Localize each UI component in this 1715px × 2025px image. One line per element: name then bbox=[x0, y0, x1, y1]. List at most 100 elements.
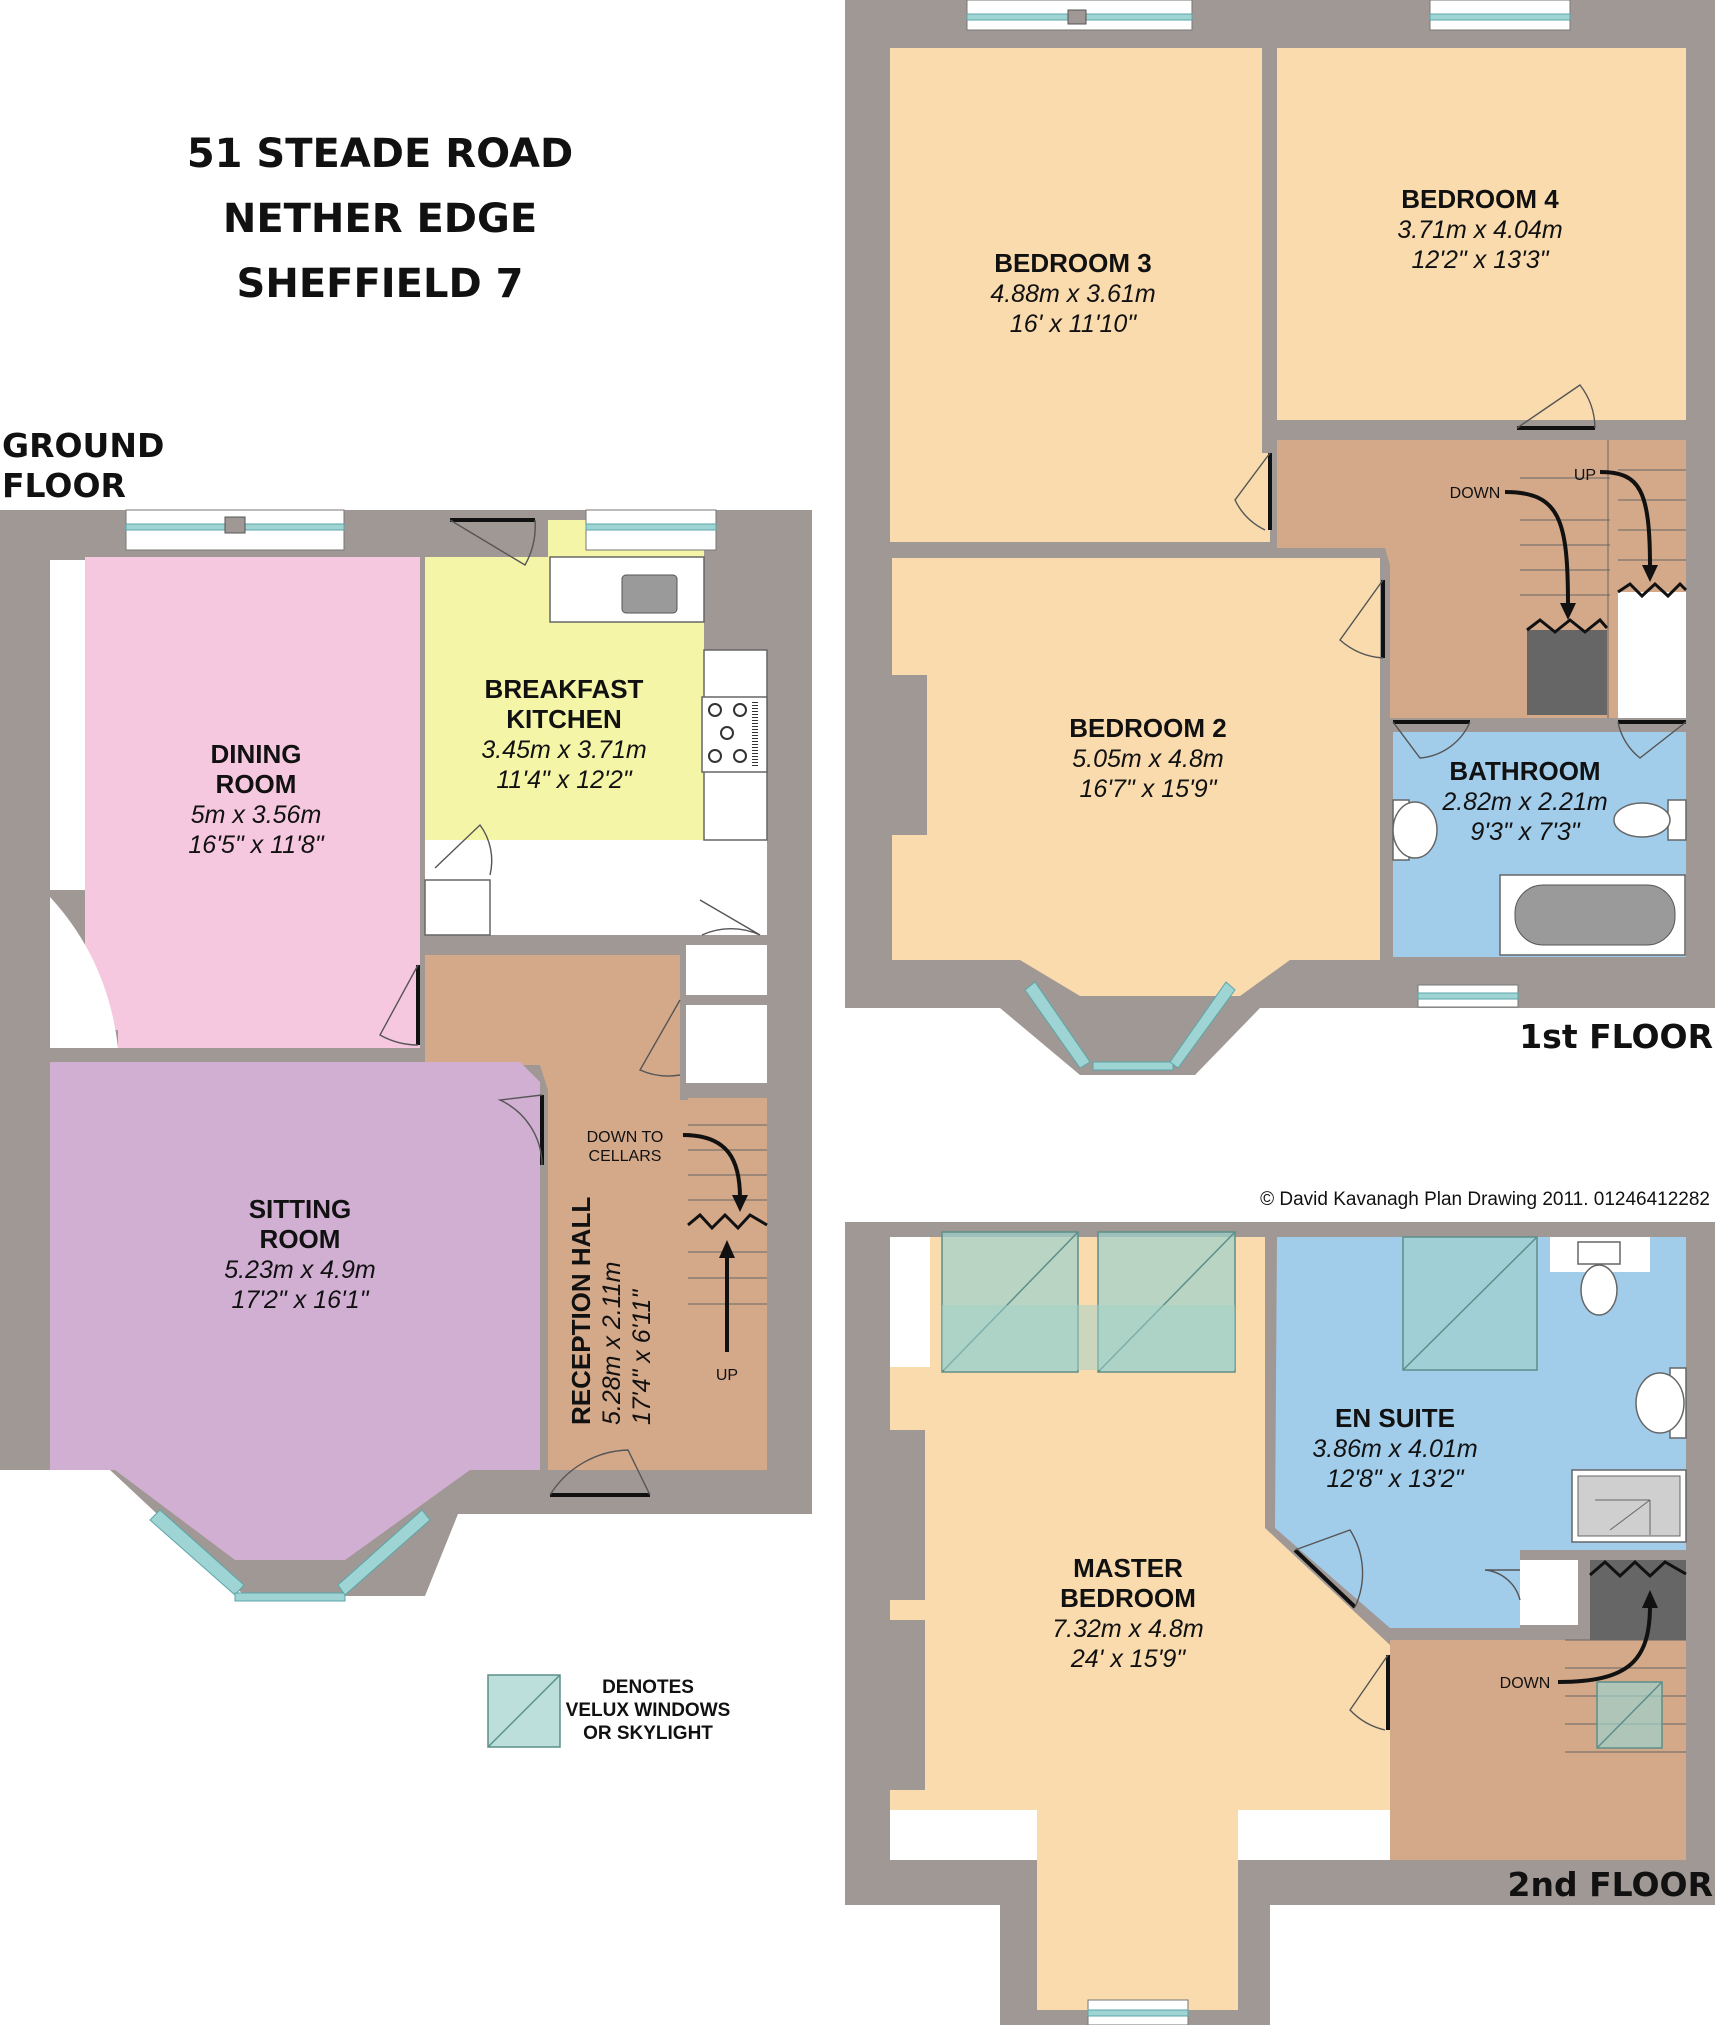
bedroom-3-name: BEDROOM 3 bbox=[994, 248, 1151, 278]
kitchen-name-2: KITCHEN bbox=[506, 704, 622, 734]
master-left-wall-strip bbox=[890, 1237, 930, 1367]
master-left-recess-2 bbox=[890, 1620, 925, 1790]
kitchen-label: BREAKFAST KITCHEN 3.45m x 3.71m 11'4" x … bbox=[481, 674, 646, 794]
toilet-icon bbox=[1613, 799, 1687, 841]
hall-imperial: 17'4" x 6'11" bbox=[628, 1289, 656, 1425]
master-name-1: MASTER bbox=[1073, 1553, 1183, 1583]
bedroom-2-bay-right bbox=[1169, 981, 1236, 1069]
dining-imperial: 16'5" x 11'8" bbox=[188, 831, 324, 859]
master-bedroom-label: MASTER BEDROOM 7.32m x 4.8m 24' x 15'9" bbox=[1052, 1553, 1203, 1673]
legend-line-1: DENOTES bbox=[602, 1677, 694, 1698]
first-window-vent-icon bbox=[1067, 9, 1087, 25]
bedroom-2-name: BEDROOM 2 bbox=[1069, 713, 1226, 743]
bathroom-name: BATHROOM bbox=[1449, 756, 1600, 786]
second-floor: DOWN bbox=[845, 1222, 1715, 2025]
address-title: 51 STEADE ROAD NETHER EDGE SHEFFIELD 7 bbox=[187, 131, 573, 307]
landing-cupboard bbox=[1520, 1560, 1578, 1625]
master-bottom-left-block bbox=[890, 1810, 1037, 1860]
first-stair-label-down: DOWN bbox=[1450, 485, 1501, 502]
bedroom-2-bay-left bbox=[1024, 981, 1091, 1069]
bedroom-2-label: BEDROOM 2 5.05m x 4.8m 16'7" x 15'9" bbox=[1069, 713, 1226, 803]
legend-line-3: OR SKYLIGHT bbox=[583, 1723, 713, 1744]
kitchen-unit-bottom bbox=[424, 879, 491, 936]
bedroom-2-area bbox=[892, 558, 1380, 996]
bedroom-3-imperial: 16' x 11'10" bbox=[1010, 310, 1138, 338]
bathroom-label: BATHROOM 2.82m x 2.21m 9'3" x 7'3" bbox=[1441, 756, 1607, 846]
bedroom-2-bay-centre bbox=[1092, 1061, 1174, 1071]
hall-name: RECEPTION HALL bbox=[566, 1197, 596, 1425]
down-to-cellars-arrow bbox=[682, 1133, 742, 1199]
ground-floor: DOWN TO CELLARS UP DINING ROOM 5m x 3.56… bbox=[0, 509, 812, 1602]
first-stair-down bbox=[1504, 477, 1610, 715]
bedroom-4-area bbox=[1277, 48, 1686, 420]
en-suite-basin-icon bbox=[1635, 1367, 1687, 1439]
second-stair bbox=[1557, 1559, 1687, 1753]
en-suite-imperial: 12'8" x 13'2" bbox=[1326, 1465, 1464, 1493]
bedroom-3-label: BEDROOM 3 4.88m x 3.61m 16' x 11'10" bbox=[990, 248, 1155, 338]
ground-floor-label-1: GROUND bbox=[2, 426, 164, 465]
first-floor: DOWN UP BEDROOM bbox=[845, 0, 1715, 1075]
en-suite-toilet-icon bbox=[1577, 1241, 1621, 1316]
legend-line-2: VELUX WINDOWS bbox=[566, 1700, 731, 1721]
address-line-1: 51 STEADE ROAD bbox=[187, 131, 573, 177]
en-suite-metric: 3.86m x 4.01m bbox=[1312, 1435, 1477, 1463]
kitchen-name-1: BREAKFAST bbox=[485, 674, 644, 704]
dining-metric: 5m x 3.56m bbox=[191, 801, 322, 829]
stair-label-down-to: DOWN TO bbox=[587, 1129, 664, 1146]
kitchen-imperial: 11'4" x 12'2" bbox=[496, 766, 632, 794]
sitting-room-area bbox=[50, 1062, 540, 1560]
basin-icon bbox=[1392, 799, 1438, 861]
first-doors bbox=[1234, 384, 1687, 759]
reception-hall-label: RECEPTION HALL 5.28m x 2.11m 17'4" x 6'1… bbox=[566, 1197, 656, 1425]
bedroom-4-metric: 3.71m x 4.04m bbox=[1397, 216, 1562, 244]
bedroom-4-imperial: 12'2" x 13'3" bbox=[1411, 246, 1549, 274]
stair-label-cellars: CELLARS bbox=[589, 1148, 662, 1165]
bedroom-3-metric: 4.88m x 3.61m bbox=[990, 280, 1155, 308]
bathroom-metric: 2.82m x 2.21m bbox=[1441, 788, 1607, 816]
sitting-bay-window-right bbox=[337, 1509, 431, 1596]
master-imperial: 24' x 15'9" bbox=[1070, 1645, 1186, 1673]
down-arrow-head bbox=[732, 1195, 748, 1212]
sitting-imperial: 17'2" x 16'1" bbox=[231, 1286, 369, 1314]
master-name-2: BEDROOM bbox=[1060, 1583, 1196, 1613]
bedroom-2-left-recess bbox=[892, 675, 927, 835]
second-stair-label-down: DOWN bbox=[1500, 1675, 1551, 1692]
address-line-2: NETHER EDGE bbox=[223, 196, 537, 242]
second-landing-area bbox=[1390, 1640, 1686, 1860]
sitting-room-label: SITTING ROOM 5.23m x 4.9m 17'2" x 16'1" bbox=[224, 1194, 375, 1314]
master-metric: 7.32m x 4.8m bbox=[1052, 1615, 1203, 1643]
dining-left-recess bbox=[50, 560, 85, 890]
sitting-name-1: SITTING bbox=[249, 1194, 352, 1224]
sitting-metric: 5.23m x 4.9m bbox=[224, 1256, 375, 1284]
reception-hall-area bbox=[425, 955, 767, 1470]
dining-name-1: DINING bbox=[211, 739, 302, 769]
dining-name-2: ROOM bbox=[216, 769, 297, 799]
first-stair-label-up: UP bbox=[1574, 467, 1596, 484]
bedroom-4-name: BEDROOM 4 bbox=[1401, 184, 1559, 214]
stair-break-zigzag bbox=[687, 1212, 768, 1231]
bedroom-3-area bbox=[890, 48, 1270, 542]
window-vent-icon bbox=[224, 516, 246, 534]
dining-room-label: DINING ROOM 5m x 3.56m 16'5" x 11'8" bbox=[188, 739, 324, 859]
sitting-name-2: ROOM bbox=[260, 1224, 341, 1254]
second-doors bbox=[1293, 1529, 1521, 1731]
dining-bay-curve bbox=[50, 897, 118, 1048]
ground-floor-label-2: FLOOR bbox=[2, 466, 126, 505]
legend: DENOTES VELUX WINDOWS OR SKYLIGHT bbox=[487, 1674, 731, 1748]
sitting-bay-window-centre bbox=[234, 1592, 346, 1602]
master-bottom-right-block bbox=[1238, 1810, 1390, 1860]
up-arrow-head bbox=[719, 1240, 735, 1258]
en-suite-label: EN SUITE 3.86m x 4.01m 12'8" x 13'2" bbox=[1312, 1403, 1477, 1493]
kitchen-sink-icon bbox=[621, 574, 678, 614]
copyright-text: © David Kavanagh Plan Drawing 2011. 0124… bbox=[1260, 1189, 1710, 1210]
en-suite-name: EN SUITE bbox=[1335, 1403, 1455, 1433]
master-left-recess-1 bbox=[890, 1430, 925, 1600]
stair-label-up: UP bbox=[716, 1367, 738, 1384]
hob-icon bbox=[701, 696, 768, 773]
sitting-bay-window-left bbox=[149, 1509, 245, 1596]
first-stair-up bbox=[1599, 440, 1688, 718]
bath-icon bbox=[1499, 874, 1686, 956]
ground-doors bbox=[379, 518, 761, 1497]
hall-cupboard-1 bbox=[686, 945, 767, 995]
